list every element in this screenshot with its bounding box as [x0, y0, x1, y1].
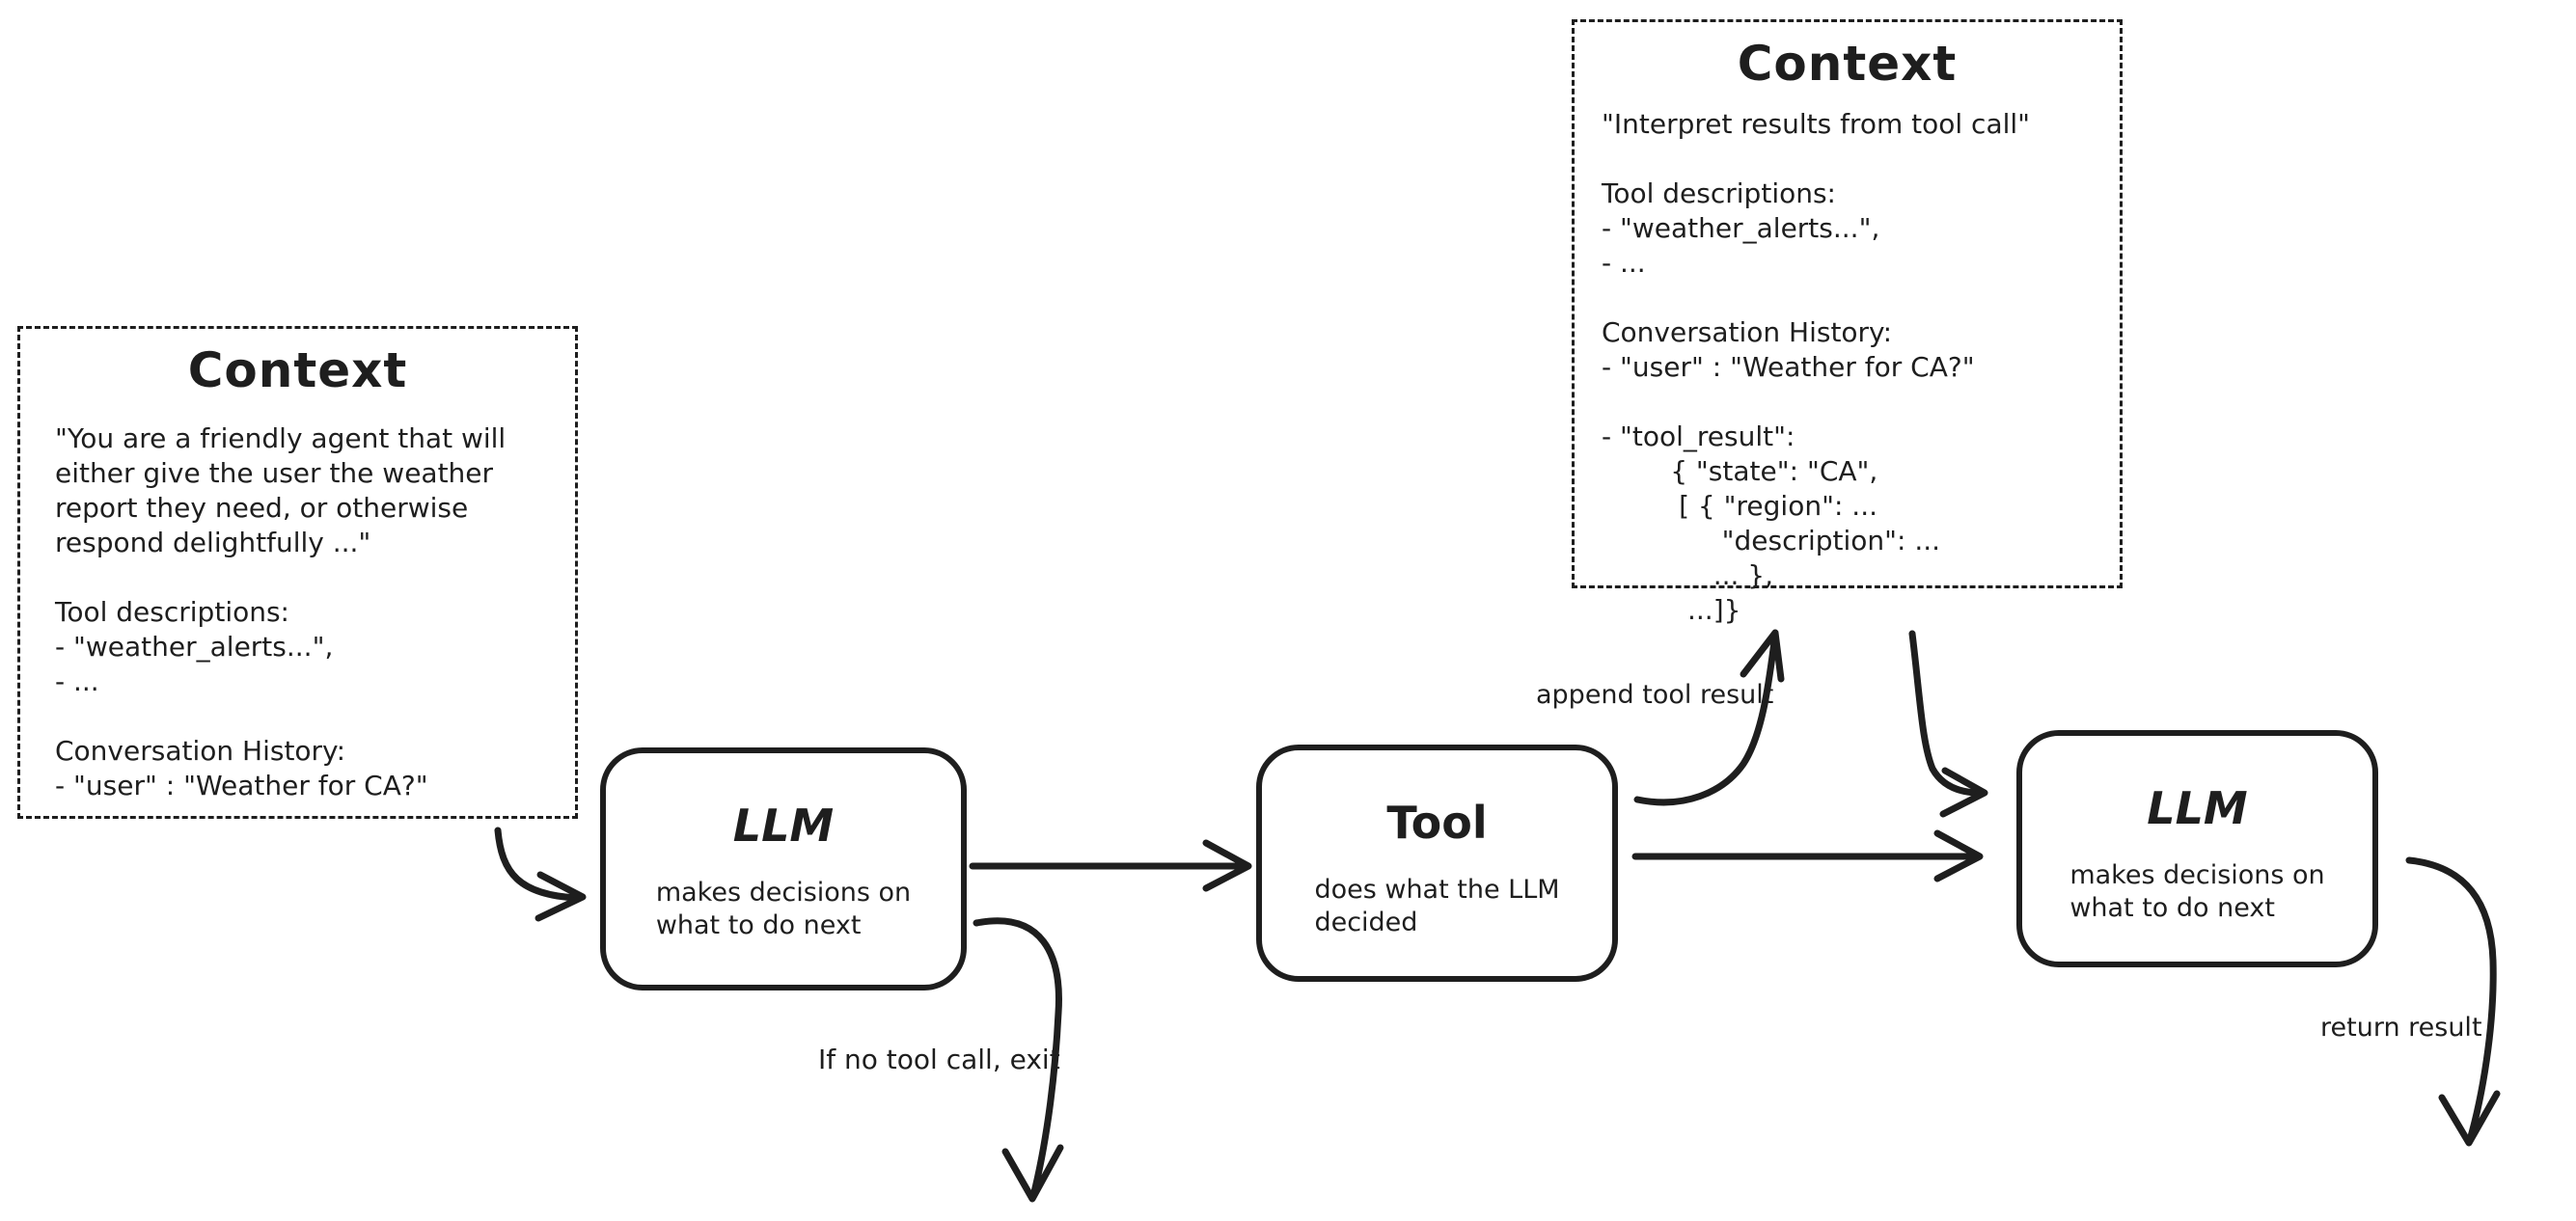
context-box-right: Context "Interpret results from tool cal…	[1572, 19, 2123, 626]
context-left-line: "You are a friendly agent that will	[55, 422, 507, 454]
llm-node-2: LLM makes decisions on what to do next	[2016, 730, 2378, 967]
arrow-context-to-llm1	[494, 827, 587, 922]
context-right-line	[1602, 142, 2108, 176]
context-right-line: "Interpret results from tool call"	[1602, 108, 2031, 140]
context-left-line: report they need, or otherwise	[55, 492, 469, 524]
arrow-llm1-to-tool	[969, 839, 1252, 892]
arrow-llm2-return	[2405, 856, 2501, 1147]
context-right-line: Tool descriptions:	[1602, 177, 1836, 209]
context-left-line: - ...	[55, 665, 99, 697]
llm-node-1: LLM makes decisions on what to do next	[600, 747, 967, 990]
tool-node: Tool does what the LLM decided	[1256, 745, 1618, 982]
context-box-left: Context "You are a friendly agent that w…	[17, 326, 578, 819]
context-left-line: either give the user the weather	[55, 457, 494, 489]
context-left-line: Conversation History:	[55, 735, 346, 767]
tool-node-subtitle: does what the LLM decided	[1314, 875, 1560, 937]
llm-node-1-subtitle: makes decisions on what to do next	[655, 878, 912, 940]
context-left-line: - "user" : "Weather for CA?"	[55, 770, 428, 801]
context-right-line: - "tool_result":	[1602, 421, 1795, 452]
llm-node-2-subtitle: makes decisions on what to do next	[2069, 860, 2325, 923]
llm-node-2-title: LLM	[2147, 782, 2248, 834]
context-right-line: Conversation History:	[1602, 316, 1893, 348]
tool-node-title: Tool	[1386, 797, 1488, 849]
context-left-line	[55, 560, 563, 595]
context-left-line: respond delightfully ..."	[55, 527, 371, 558]
context-right-line: - "user" : "Weather for CA?"	[1602, 351, 1975, 383]
context-right-line: [ { "region": ...	[1602, 490, 1877, 522]
context-right-title: Context	[1737, 36, 1958, 92]
context-right-line	[1602, 385, 2108, 420]
arrow-tool-to-context	[1633, 629, 1785, 806]
context-right-body: "Interpret results from tool call" Tool …	[1575, 107, 2120, 628]
return-result-label: return result	[2320, 1013, 2482, 1043]
arrow-context-to-llm2	[1908, 630, 1988, 818]
context-right-line: "description": ...	[1602, 525, 1941, 556]
append-tool-result-label: append tool result	[1536, 680, 1774, 710]
arrow-tool-to-llm2	[1631, 829, 1984, 882]
context-right-line: ... },	[1602, 559, 1774, 591]
context-left-line	[55, 699, 563, 734]
context-left-body: "You are a friendly agent that will eith…	[20, 421, 575, 803]
context-left-title: Context	[187, 342, 408, 398]
context-right-line: - ...	[1602, 247, 1646, 279]
context-right-line	[1602, 281, 2108, 315]
context-right-line: { "state": "CA",	[1602, 455, 1878, 487]
context-right-line: - "weather_alerts...",	[1602, 212, 1880, 244]
context-left-line: Tool descriptions:	[55, 596, 289, 628]
context-left-line: - "weather_alerts...",	[55, 631, 334, 663]
llm-node-1-title: LLM	[732, 800, 835, 852]
context-right-line: ...]}	[1602, 594, 1741, 626]
if-no-tool-call-exit-label: If no tool call, exit	[818, 1044, 1060, 1075]
